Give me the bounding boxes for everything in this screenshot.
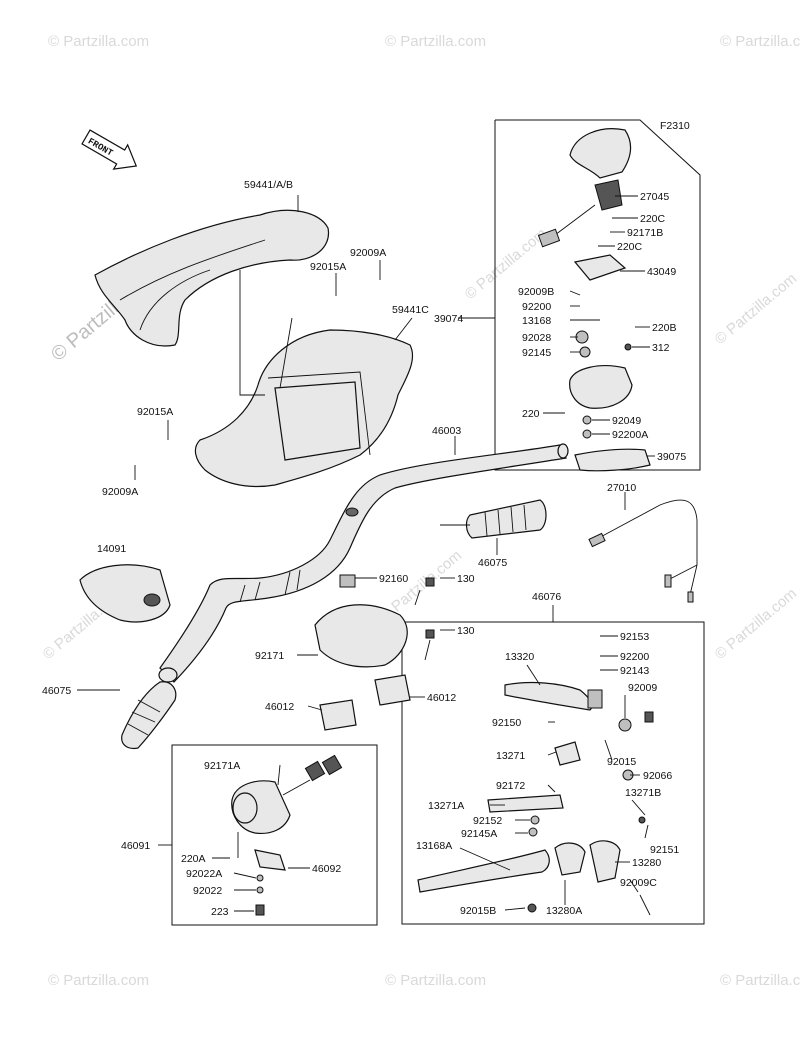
part-label[interactable]: 92171 [255,650,284,662]
part-label[interactable]: 92009A [350,247,386,259]
part-label[interactable]: 46076 [532,591,561,603]
part-label[interactable]: 92150 [492,717,521,729]
part-label[interactable]: 92200 [522,301,551,313]
watermark-text: © Partzilla.com [48,972,149,989]
throttle-cable-part [588,499,698,603]
part-label[interactable]: 92022A [186,868,222,880]
part-label[interactable]: 46092 [312,863,341,875]
part-label[interactable]: 92009A [102,486,138,498]
part-label[interactable]: 43049 [647,266,676,278]
part-label[interactable]: 92171B [627,227,663,239]
brake-lever-part [417,681,654,916]
handlebar-part [158,443,569,683]
part-label[interactable]: 92015A [137,406,173,418]
part-label[interactable]: 46003 [432,425,461,437]
throttle-housing-part [537,128,651,472]
part-label[interactable]: 92145A [461,828,497,840]
part-label[interactable]: 13271B [625,787,661,799]
part-label[interactable]: 92015 [607,756,636,768]
watermark-text: © Partzilla.com [720,972,800,989]
part-label[interactable]: 92015B [460,905,496,917]
part-label[interactable]: 46012 [427,692,456,704]
part-label[interactable]: 59441/A/B [244,179,293,191]
diagram-code: F2310 [660,120,690,132]
switch-assembly-box [494,119,701,471]
part-label[interactable]: 46075 [478,557,507,569]
part-label[interactable]: 46075 [42,685,71,697]
part-label[interactable]: 92015A [310,261,346,273]
part-label[interactable]: 46091 [121,840,150,852]
upper-cover-part [94,209,330,347]
part-label[interactable]: 223 [211,906,229,918]
part-label[interactable]: 92171A [204,760,240,772]
watermark-text: © Partzilla.com [385,972,486,989]
part-label[interactable]: 92200A [612,429,648,441]
handlebar-clamp-part [314,574,435,731]
part-label[interactable]: 92049 [612,415,641,427]
part-label[interactable]: 130 [457,573,475,585]
part-label[interactable]: 14091 [97,543,126,555]
part-label[interactable]: 92145 [522,347,551,359]
part-label[interactable]: 92009C [620,877,657,889]
part-label[interactable]: 92200 [620,651,649,663]
lower-cover-part [194,329,414,488]
part-label[interactable]: 92009B [518,286,554,298]
part-label[interactable]: 92172 [496,780,525,792]
part-label[interactable]: 92022 [193,885,222,897]
cover-cap-part [79,564,171,623]
part-label[interactable]: 13320 [505,651,534,663]
left-grip-part [121,681,177,750]
watermark-text: © Partzilla.com [720,33,800,50]
part-label[interactable]: 220 [522,408,540,420]
watermark-text: © Partzilla.com [712,270,800,348]
part-label[interactable]: 92153 [620,631,649,643]
part-label[interactable]: 92028 [522,332,551,344]
part-label[interactable]: 92152 [473,815,502,827]
part-label[interactable]: 312 [652,342,670,354]
part-label[interactable]: 220C [640,213,666,225]
part-label[interactable]: 13168 [522,315,551,327]
part-label[interactable]: 92009 [628,682,657,694]
part-label[interactable]: 39075 [657,451,686,463]
part-label[interactable]: 27010 [607,482,636,494]
front-arrow-icon: FRONT [81,129,138,170]
right-grip-part [440,499,547,539]
part-label[interactable]: 92160 [379,573,408,585]
part-label[interactable]: 13271 [496,750,525,762]
part-label[interactable]: 220A [181,853,206,865]
part-label[interactable]: 92066 [643,770,672,782]
part-label[interactable]: 13280A [546,905,582,917]
part-label[interactable]: 27045 [640,191,669,203]
part-label[interactable]: 39074 [434,313,463,325]
left-switch-box [171,744,378,926]
watermark-text: © Partzilla.com [712,585,800,663]
part-label[interactable]: 13280 [632,857,661,869]
left-switch-part [231,754,343,916]
leader-lines [77,195,655,912]
part-label[interactable]: 220B [652,322,677,334]
watermark-text: © Partzilla.com [385,33,486,50]
part-label[interactable]: 92143 [620,665,649,677]
part-label[interactable]: 92151 [650,844,679,856]
part-label[interactable]: 130 [457,625,475,637]
watermark-text: © Partzilla.com [48,33,149,50]
part-label[interactable]: 59441C [392,304,429,316]
part-label[interactable]: 220C [617,241,643,253]
part-label[interactable]: 46012 [265,701,294,713]
part-label[interactable]: 13271A [428,800,464,812]
part-labels: 59441/A/B 92009A 92015A 59441C 39074 920… [42,179,686,918]
part-label[interactable]: 13168A [416,840,452,852]
